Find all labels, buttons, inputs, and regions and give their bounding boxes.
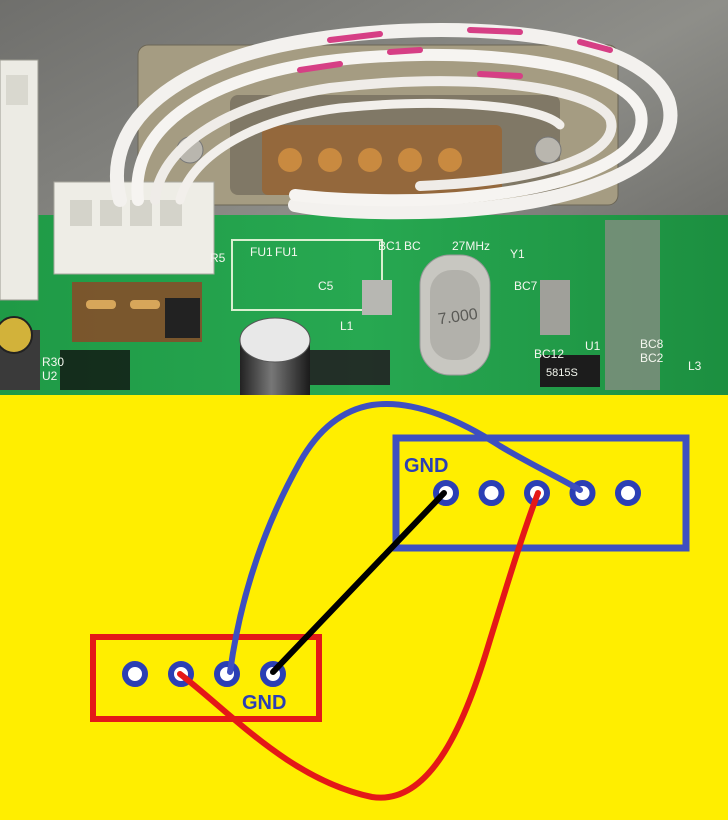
wiring-diagram: GND GND: [0, 395, 728, 820]
silk-r5: R5: [210, 251, 226, 265]
connector-bottom-gnd-label: GND: [242, 692, 286, 714]
wire-blue: [227, 400, 583, 675]
diagram-background: [0, 395, 728, 820]
crystal-marking: 7.000: [437, 306, 479, 328]
silk-u1: U1: [585, 339, 601, 353]
connector-top-gnd-label: GND: [404, 455, 448, 477]
connector-bottom-outline: [90, 634, 322, 722]
silk-l3: L3: [688, 359, 702, 373]
left-connector-slot: [6, 75, 28, 105]
silkscreen-labels: BC1 BC 27MHz Y1 FU1 FU1 R5 C5 BC7 BC12 U…: [42, 239, 702, 383]
connector-top-pin-2: [478, 480, 505, 506]
silk-fu1-a: FU1: [250, 245, 273, 259]
silk-r30: R30: [42, 355, 64, 369]
connector-top-pin-5: [615, 480, 641, 506]
connector-bottom: GND: [90, 634, 322, 722]
silk-27mhz: 27MHz: [452, 239, 490, 253]
pcb-components: [0, 220, 660, 390]
silk-l1: L1: [340, 319, 354, 333]
silk-bc1: BC1: [378, 239, 402, 253]
pcb-photo: BC1 BC 27MHz Y1 FU1 FU1 R5 C5 BC7 BC12 U…: [0, 0, 728, 395]
wire-red: [177, 490, 541, 801]
connector-top-outline: [392, 434, 690, 552]
white-header: [53, 181, 215, 275]
silk-y1: Y1: [510, 247, 525, 261]
connector-bottom-pin-3: [214, 661, 240, 687]
silk-c5: C5: [318, 279, 334, 293]
ribbon-cable: [109, 23, 678, 220]
silk-bc2: BC2: [640, 351, 664, 365]
electrolytic-capacitor: [239, 317, 311, 395]
silk-chip: 5815S: [546, 367, 578, 379]
silk-bc: BC: [404, 239, 421, 253]
silk-fu1-b: FU1: [275, 245, 298, 259]
silk-bc8: BC8: [640, 337, 664, 351]
connector-bottom-pin-1: [122, 661, 148, 687]
wire-black: [270, 490, 447, 675]
silk-bc12: BC12: [534, 347, 564, 361]
silk-u2: U2: [42, 369, 58, 383]
silk-bc7: BC7: [514, 279, 538, 293]
